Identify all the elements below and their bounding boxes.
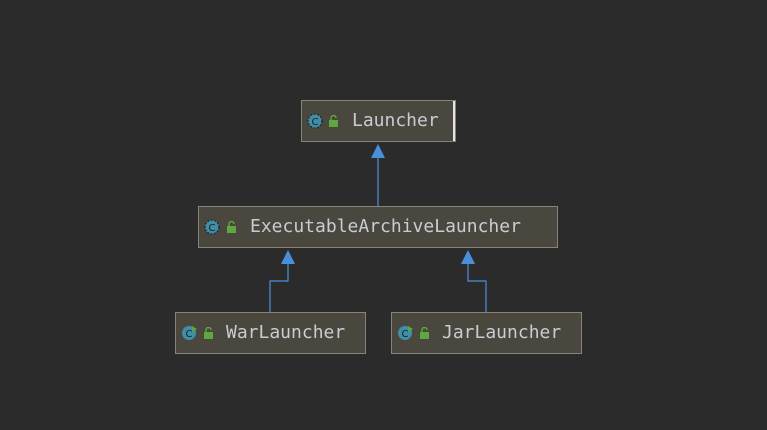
svg-text:C: C: [312, 117, 319, 128]
node-label: JarLauncher: [442, 322, 562, 343]
svg-text:C: C: [186, 329, 193, 340]
node-label: ExecutableArchiveLauncher: [250, 216, 521, 237]
edge-jar-launcher-to-executable-archive-launcher: [467, 264, 487, 312]
abstract-class-icon: C: [204, 219, 220, 235]
svg-text:C: C: [402, 329, 409, 340]
abstract-class-icon: C: [307, 113, 323, 129]
node-launcher[interactable]: C Launcher: [301, 100, 456, 142]
edge-arrowhead-jar: [461, 250, 475, 264]
public-lock-icon: [227, 221, 236, 233]
edge-arrowhead-launcher: [371, 144, 385, 158]
edge-war-launcher-to-executable-archive-launcher: [269, 264, 289, 312]
edge-arrowhead-war: [281, 250, 295, 264]
node-executable-archive-launcher[interactable]: C ExecutableArchiveLauncher: [198, 206, 558, 248]
node-label: WarLauncher: [226, 322, 346, 343]
public-lock-icon: [204, 327, 213, 339]
runnable-class-icon: C: [182, 326, 197, 340]
public-lock-icon: [329, 115, 338, 127]
svg-text:C: C: [209, 223, 216, 234]
runnable-class-icon: C: [398, 326, 413, 340]
node-jar-launcher[interactable]: C JarLauncher: [391, 312, 582, 354]
node-label: Launcher: [352, 110, 439, 131]
node-war-launcher[interactable]: C WarLauncher: [175, 312, 366, 354]
public-lock-icon: [420, 327, 429, 339]
